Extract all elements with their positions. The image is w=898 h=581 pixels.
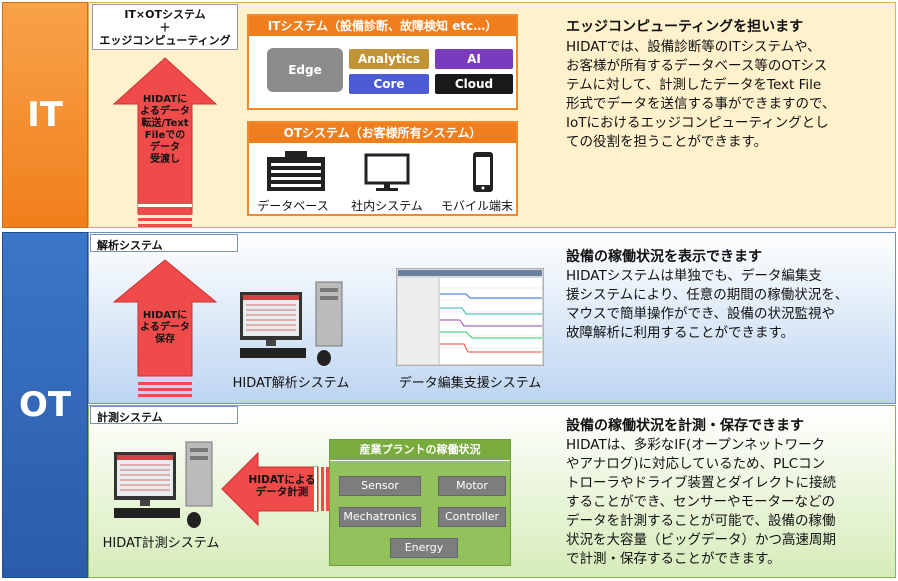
- analytics-chip: Analytics: [349, 49, 429, 69]
- it-line: テムに対して、計測したデータをText File: [566, 77, 822, 93]
- ot-system-title: OTシステム（お客様所有システム）: [249, 123, 516, 143]
- measure-heading: 設備の稼働状況を計測・保存できます: [566, 418, 804, 434]
- monitor-icon: [364, 153, 410, 191]
- it-arrow-text: HIDATに よるデータ 転送/Text Fileでの データ 受渡し: [130, 94, 200, 166]
- analysis-tag: 解析システム: [90, 234, 238, 252]
- measure-arrow-line: データ計測: [255, 486, 309, 498]
- measure-line: やアナログ)に対応しているため、PLCコン: [566, 456, 826, 472]
- data-edit-screen-illustration: [396, 268, 544, 366]
- it-arrow-line: 受渡し: [150, 154, 180, 165]
- caption-data-edit: データ編集支援システム: [398, 376, 542, 391]
- itot-tag-line2: ＋: [159, 21, 171, 34]
- it-system-title: ITシステム（設備診断、故障検知 etc…）: [249, 16, 516, 36]
- it-line: HIDATでは、設備診断等のITシステムや、: [566, 39, 821, 55]
- it-arrow: [112, 57, 218, 227]
- analysis-arrow-line: HIDATに: [142, 310, 188, 321]
- plant-chip-energy: Energy: [390, 538, 458, 558]
- database-icon: [267, 151, 325, 191]
- measure-paragraph: HIDATは、多彩なIF(オープンネットワーク やアナログ)に対応しているため、…: [566, 436, 836, 569]
- it-arrow-line: 転送/Text: [141, 118, 189, 129]
- measure-line: トローラやドライブ装置とダイレクトに接続: [566, 475, 836, 491]
- analysis-line: HIDATシステムは単独でも、データ編集支: [566, 268, 822, 284]
- it-arrow-line: Fileでの: [144, 130, 186, 141]
- measure-line: 状況を大容量（ビッグデータ）かつ高速周期: [566, 532, 836, 548]
- ot-item-mobile: モバイル端末: [440, 199, 513, 213]
- analysis-arrow-line: よるデータ: [140, 322, 190, 333]
- plant-chip-motor: Motor: [438, 476, 506, 496]
- analysis-line: 援システムにより、任意の期間の稼働状況を、: [566, 287, 849, 303]
- measure-line: HIDATは、多彩なIF(オープンネットワーク: [566, 437, 826, 453]
- itot-tag-line3: エッジコンピューティング: [99, 34, 231, 47]
- analysis-heading: 設備の稼働状況を表示できます: [566, 249, 762, 265]
- itot-tag: IT×OTシステム ＋ エッジコンピューティング: [92, 4, 238, 50]
- mobile-icon: [473, 152, 493, 192]
- caption-hidat-measure: HIDAT計測システム: [102, 536, 220, 551]
- measure-pc-illustration: [114, 441, 213, 528]
- ot-item-database: データベース: [257, 199, 329, 213]
- it-heading: エッジコンピューティングを担います: [566, 19, 804, 35]
- caption-hidat-analysis: HIDAT解析システム: [232, 376, 350, 391]
- analysis-arrow: [112, 259, 218, 397]
- edge-chip: Edge: [267, 48, 343, 92]
- section-it-text: IT: [27, 95, 63, 135]
- analysis-pc-illustration: [240, 281, 343, 366]
- analysis-line: マウスで簡単操作ができ、設備の状況監視や: [566, 306, 836, 322]
- it-arrow-line: データ: [150, 142, 180, 153]
- plant-chip-mechatronics: Mechatronics: [339, 507, 421, 527]
- section-label-it: IT: [2, 2, 88, 228]
- analysis-arrow-text: HIDATに よるデータ 保存: [130, 310, 200, 346]
- it-system-box: ITシステム（設備診断、故障検知 etc…） Edge Analytics AI…: [247, 14, 518, 110]
- section-label-ot: OT: [2, 232, 88, 578]
- section-ot-text: OT: [18, 385, 72, 425]
- it-arrow-line: HIDATに: [142, 94, 188, 105]
- measure-line: することができ、センサーやモーターなどの: [566, 494, 836, 510]
- analysis-paragraph: HIDATシステムは単独でも、データ編集支 援システムにより、任意の期間の稼働状…: [566, 267, 848, 343]
- core-chip: Core: [349, 74, 429, 94]
- measure-tag: 計測システム: [90, 406, 238, 424]
- analysis-line: 故障解析に利用することができます。: [566, 325, 795, 341]
- it-line: お客様が所有するデータベース等のOTシス: [566, 58, 828, 74]
- it-arrow-line: よるデータ: [140, 106, 190, 117]
- plant-chip-sensor: Sensor: [339, 476, 421, 496]
- plant-title: 産業プラントの稼働状況: [330, 440, 510, 461]
- cloud-chip: Cloud: [435, 74, 513, 94]
- it-line: ての役割を担うことができます。: [566, 134, 768, 150]
- analysis-arrow-line: 保存: [155, 334, 175, 345]
- measure-line: で計測・保存することができます。: [566, 551, 781, 567]
- it-line: IoTにおけるエッジコンピューティングとし: [566, 115, 829, 131]
- plant-status-box: 産業プラントの稼働状況 Sensor Motor Mechatronics Co…: [329, 439, 511, 566]
- ot-system-box: OTシステム（お客様所有システム） データベース 社内システム モバイル端末: [247, 121, 518, 216]
- itot-tag-line1: IT×OTシステム: [124, 8, 206, 21]
- plant-chip-controller: Controller: [438, 507, 506, 527]
- measure-line: データを計測することが可能で、設備の稼働: [566, 513, 836, 529]
- measure-arrow-text: HIDATによる データ計測: [242, 474, 322, 498]
- measure-arrow-line: HIDATによる: [248, 474, 316, 486]
- ai-chip: AI: [435, 49, 513, 69]
- measure-arrow: [221, 451, 329, 527]
- it-line: 形式でデータを送信する事ができますので、: [566, 96, 836, 112]
- it-paragraph: HIDATでは、設備診断等のITシステムや、 お客様が所有するデータベース等のO…: [566, 38, 835, 152]
- ot-item-internal-system: 社内システム: [351, 199, 423, 213]
